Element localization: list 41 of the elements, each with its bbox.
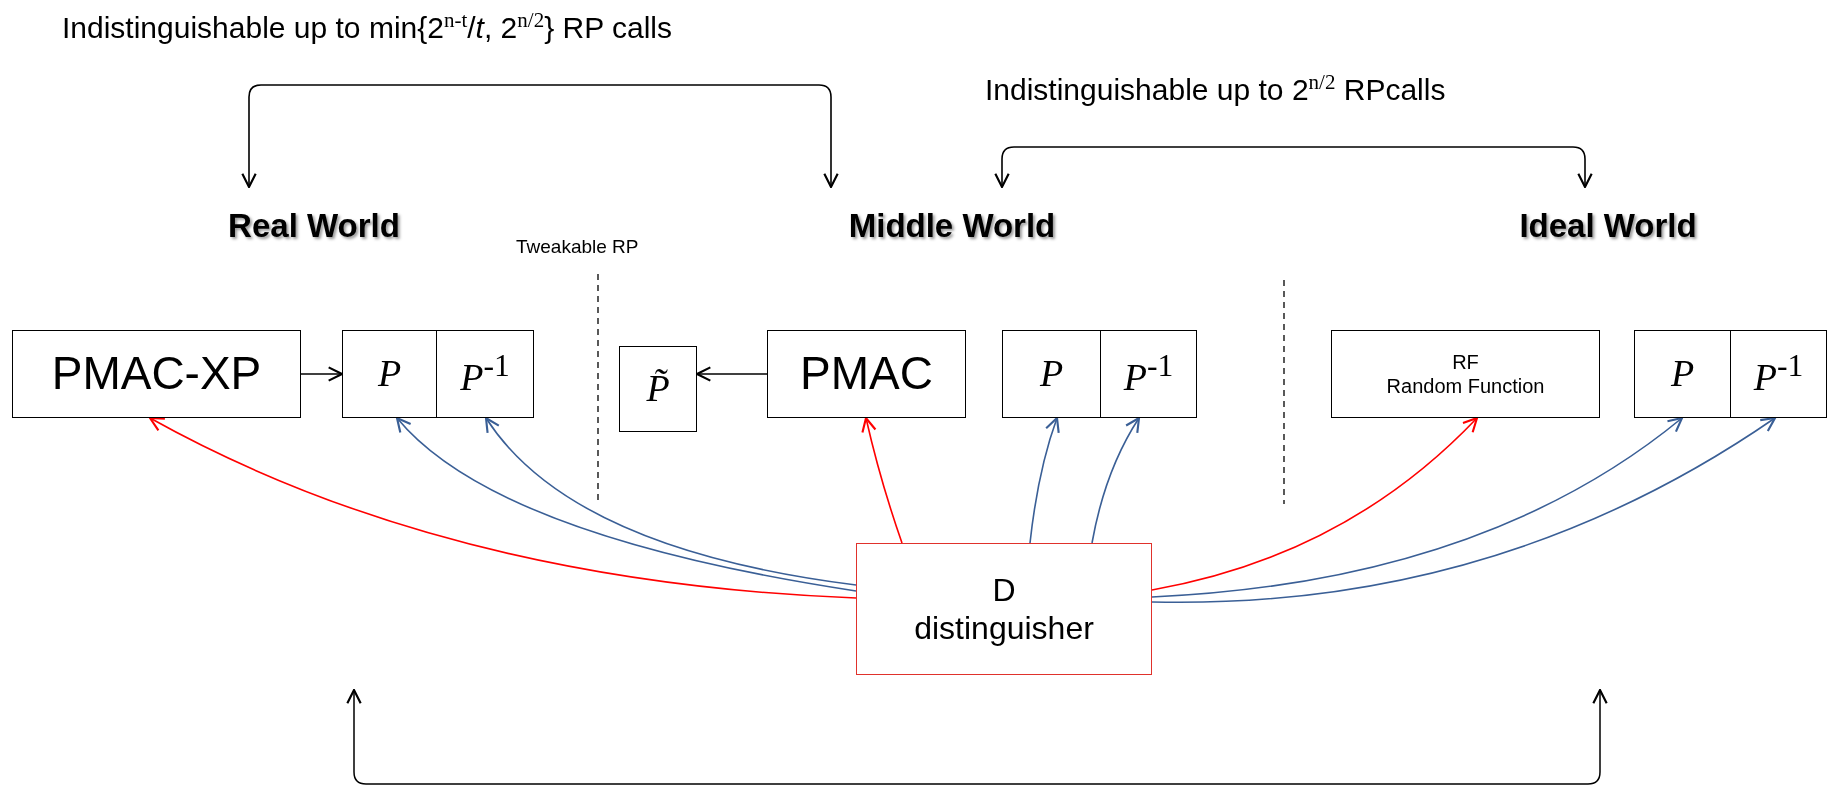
box-label: PMAC-XP xyxy=(51,346,262,402)
process-box xyxy=(856,543,1152,675)
process-box xyxy=(1002,330,1101,418)
process-box xyxy=(619,346,697,432)
process-box xyxy=(1331,330,1600,418)
arrow xyxy=(300,366,344,382)
box-label: D xyxy=(992,570,1016,609)
arrow xyxy=(1091,416,1141,544)
box-label: PMAC xyxy=(800,346,933,402)
box-label: P$^{-1}$ xyxy=(1123,347,1174,401)
annotation-text: Tweakable RP xyxy=(516,236,639,259)
box-label: P xyxy=(1670,351,1695,397)
world-heading: Middle World xyxy=(812,187,1092,245)
arrow xyxy=(241,84,839,189)
arrow xyxy=(1151,416,1684,598)
arrow xyxy=(695,366,768,382)
process-box xyxy=(767,330,966,418)
process-box xyxy=(342,330,437,418)
box-label: RF xyxy=(1452,350,1479,374)
arrow xyxy=(395,416,857,592)
box-label: P̃ xyxy=(646,366,670,412)
arrow xyxy=(148,416,857,599)
arrow xyxy=(484,416,857,586)
box-sublabel: distinguisher xyxy=(914,609,1094,648)
box-label: P xyxy=(1039,351,1064,397)
box-label: P$^{-1}$ xyxy=(460,347,510,401)
process-box xyxy=(1100,330,1197,418)
box-sublabel: Random Function xyxy=(1386,374,1545,398)
box-label: P$^{-1}$ xyxy=(1753,347,1804,401)
box-label: P xyxy=(377,351,402,397)
process-box xyxy=(436,330,534,418)
process-box xyxy=(1730,330,1827,418)
arrow xyxy=(1151,416,1777,603)
arrow xyxy=(861,416,903,544)
world-heading: Real World xyxy=(204,187,424,245)
world-heading: Ideal World xyxy=(1490,187,1726,245)
process-box xyxy=(1634,330,1731,418)
arrow xyxy=(1151,416,1479,591)
arrow xyxy=(994,146,1593,189)
process-box xyxy=(12,330,301,418)
arrow xyxy=(1029,416,1060,544)
